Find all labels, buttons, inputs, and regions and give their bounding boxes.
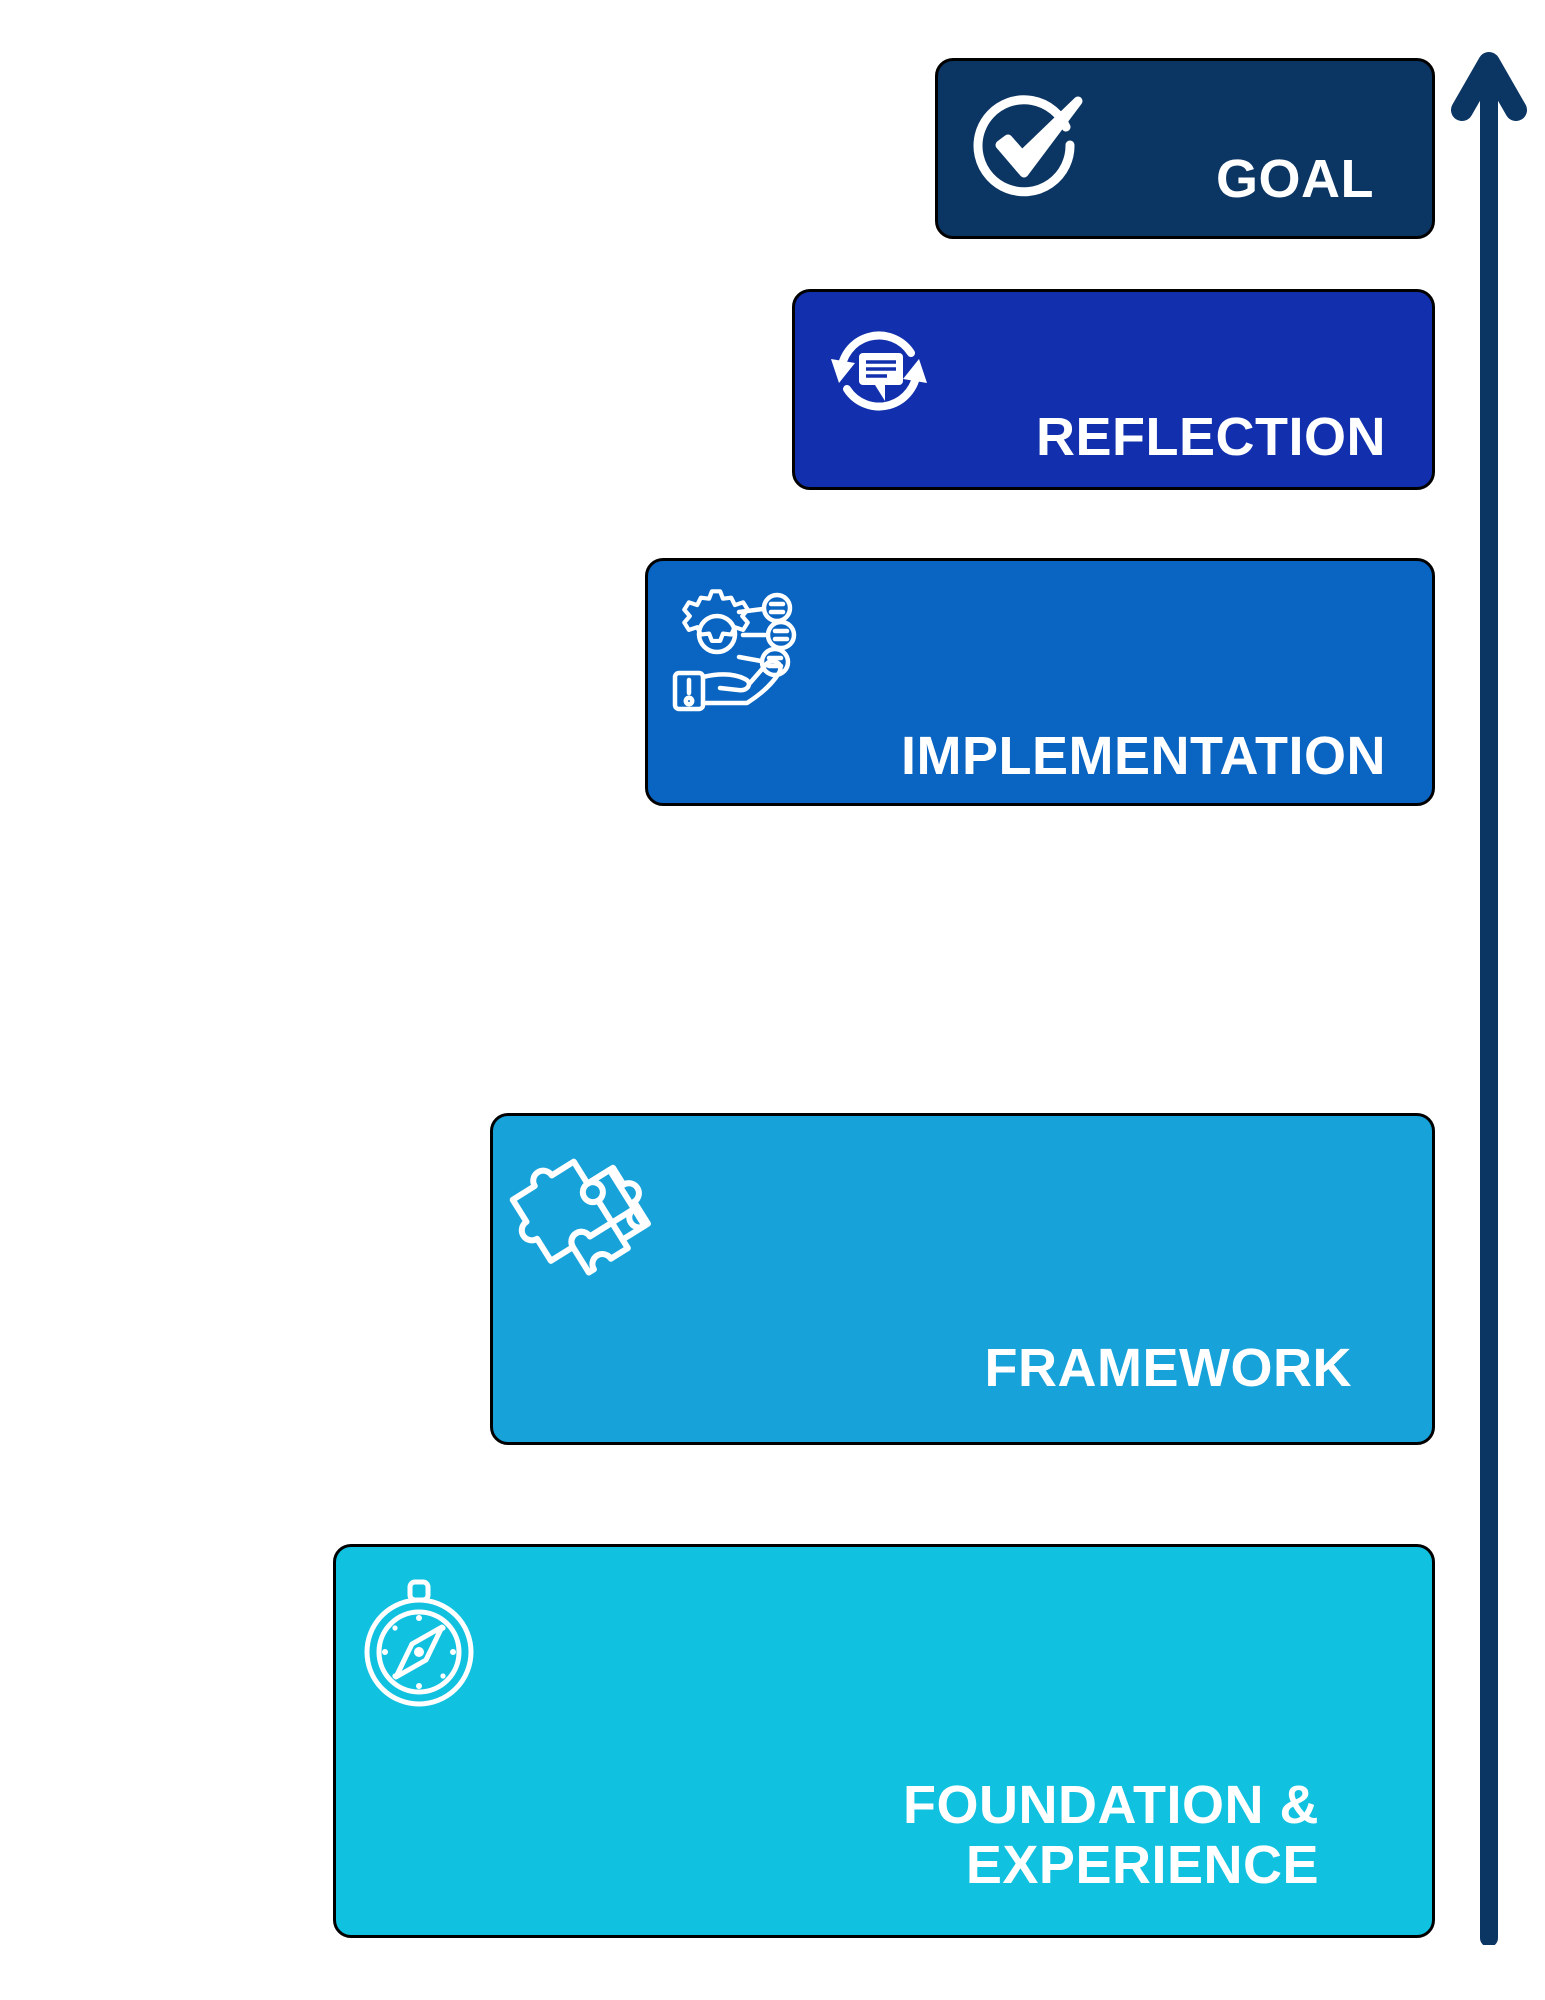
step-reflection[interactable]: REFLECTION [792, 289, 1435, 490]
step-framework[interactable]: FRAMEWORK [490, 1113, 1435, 1445]
step-implementation[interactable]: IMPLEMENTATION [645, 558, 1435, 806]
step-foundation[interactable]: FOUNDATION & EXPERIENCE [333, 1544, 1435, 1938]
gear-in-hand-icon [665, 579, 815, 724]
compass-icon [354, 1572, 484, 1717]
upward-growth-arrow [1440, 45, 1540, 1947]
step-goal-label: GOAL [1216, 149, 1374, 209]
step-framework-label: FRAMEWORK [984, 1338, 1352, 1398]
step-reflection-label: REFLECTION [1036, 407, 1386, 467]
step-foundation-label: FOUNDATION & EXPERIENCE [903, 1775, 1319, 1896]
puzzle-pieces-icon [508, 1141, 658, 1296]
step-goal[interactable]: GOAL [935, 58, 1435, 239]
step-implementation-label: IMPLEMENTATION [901, 726, 1386, 786]
